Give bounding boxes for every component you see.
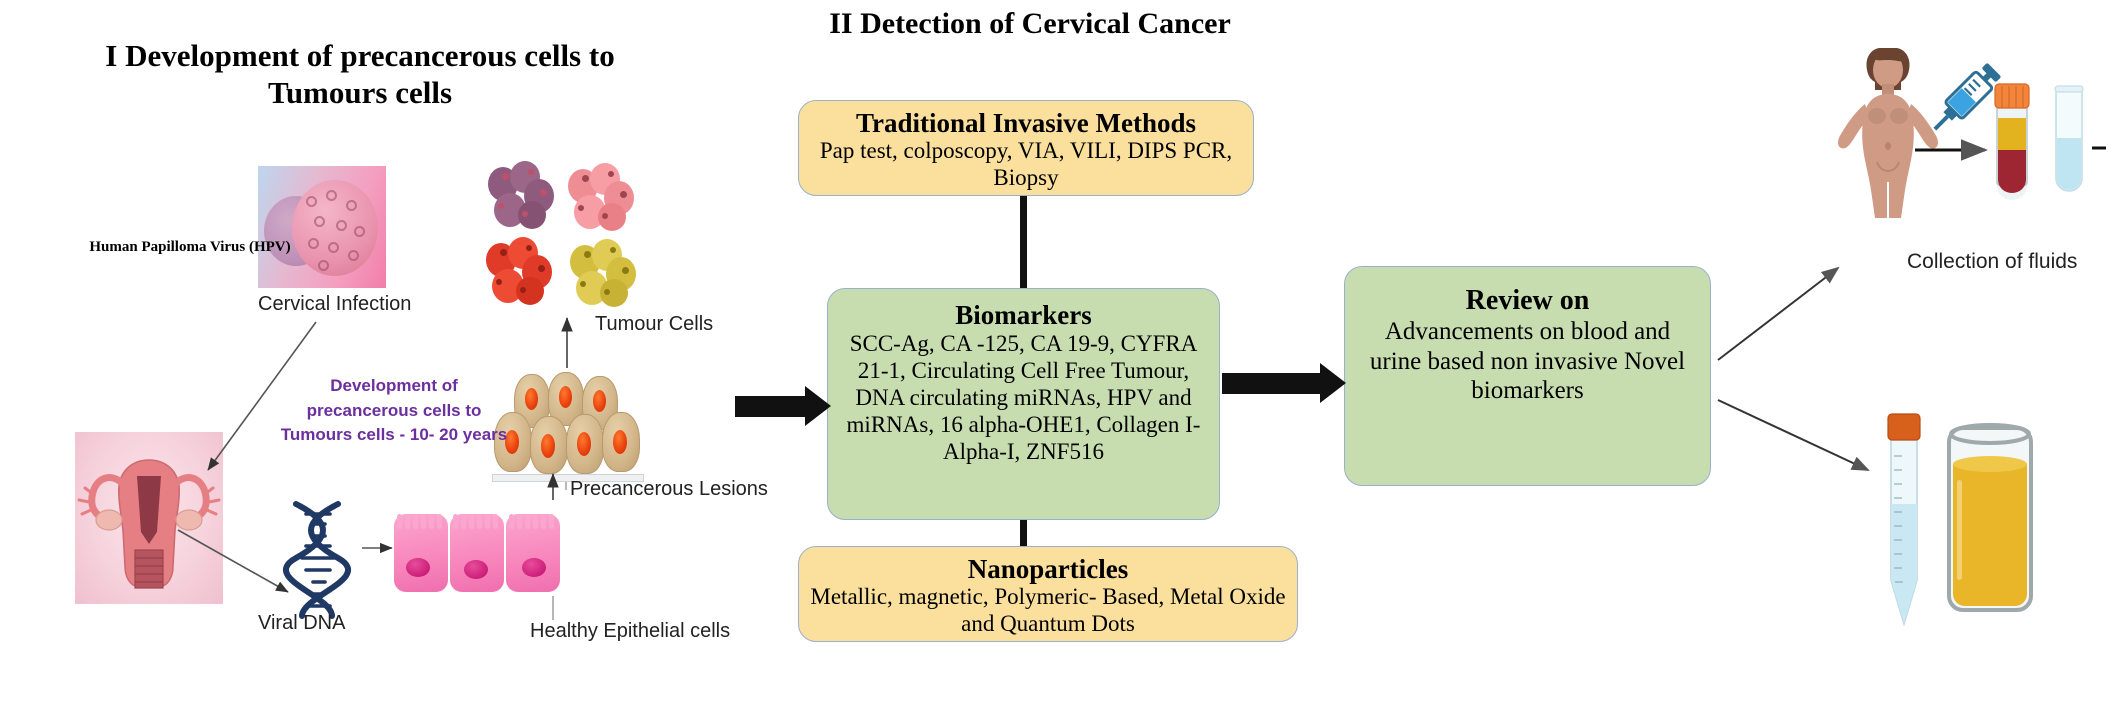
- epithelial-cell-ball-icon: [292, 180, 378, 276]
- cell-dot-icon: [348, 250, 359, 261]
- hpv-label: Human Papilloma Virus (HPV): [89, 239, 291, 255]
- nanoparticles-box[interactable]: Nanoparticles Metallic, magnetic, Polyme…: [798, 546, 1298, 642]
- review-on-title: Review on: [1465, 285, 1590, 316]
- urine-beaker-icon: [1947, 423, 2033, 612]
- arrow-review-to-urine: [1717, 399, 1870, 471]
- connector-traditional-to-biomarkers: [1020, 196, 1027, 288]
- cell-dot-icon: [336, 220, 347, 231]
- cell-dot-icon: [326, 190, 337, 201]
- epithelial-cell-icon: [394, 514, 448, 592]
- basement-membrane-icon: [492, 474, 644, 482]
- clear-test-tube-icon: [2054, 85, 2084, 192]
- uterus-anatomy-image: [75, 432, 223, 604]
- viral-dna-label: Viral DNA: [258, 612, 346, 634]
- uterus-icon: [77, 459, 221, 589]
- centrifuge-tube-icon: [1887, 413, 1921, 627]
- clear-test-tube-image: [2052, 84, 2086, 200]
- progression-timeline-label: Development of precancerous cells to Tum…: [280, 376, 508, 445]
- traditional-invasive-methods-title: Traditional Invasive Methods: [855, 108, 1197, 138]
- patient-figure-icon: [1838, 48, 1938, 218]
- tumour-cluster-red-icon: [482, 235, 556, 309]
- urine-beaker-image: [1945, 420, 2035, 620]
- cilia-icon: [506, 514, 560, 529]
- traditional-invasive-methods-body: Pap test, colposcopy, VIA, VILI, DIPS PC…: [819, 138, 1233, 191]
- cilia-icon: [450, 514, 504, 529]
- healthy-epithelial-cells-image: [392, 500, 564, 596]
- nanoparticles-body: Metallic, magnetic, Polymeric- Based, Me…: [810, 584, 1286, 637]
- cell-dot-icon: [346, 200, 357, 211]
- arrow-biomarkers-to-review: [1222, 362, 1346, 404]
- traditional-invasive-methods-box[interactable]: Traditional Invasive Methods Pap test, c…: [798, 100, 1254, 196]
- cell-dot-icon: [314, 216, 325, 227]
- viral-dna-image: [280, 500, 356, 620]
- tumour-cluster-pink-icon: [564, 161, 638, 235]
- blood-tube-icon: [1994, 83, 2030, 200]
- connector-biomarkers-to-nanoparticles: [1020, 520, 1027, 546]
- epithelial-cell-icon: [506, 514, 560, 592]
- precancerous-lesions-label: Precancerous Lesions: [570, 478, 768, 500]
- urine-centrifuge-tube-image: [1885, 412, 1923, 632]
- cell-dot-icon: [328, 242, 339, 253]
- review-on-body: Advancements on blood and urine based no…: [1369, 318, 1686, 405]
- tumour-cluster-purple-icon: [484, 159, 558, 233]
- cell-dot-icon: [306, 196, 317, 207]
- section-2-heading: II Detection of Cervical Cancer: [829, 7, 1231, 40]
- cell-dot-icon: [318, 260, 329, 271]
- section-1-heading: I Development of precancerous cells to T…: [105, 38, 615, 110]
- cell-dot-icon: [354, 226, 365, 237]
- cell-dot-icon: [308, 238, 319, 249]
- syringe-image: [1920, 52, 2012, 144]
- precancerous-lesions-image: [492, 372, 644, 482]
- arrow-section1-to-biomarkers: [735, 385, 831, 427]
- biomarkers-box[interactable]: Biomarkers SCC-Ag, CA -125, CA 19-9, CYF…: [827, 288, 1220, 520]
- cervical-infection-image: [258, 166, 386, 288]
- dna-helix-icon: [283, 501, 351, 619]
- patient-figure-image: [1835, 42, 1947, 222]
- healthy-epithelial-cells-label: Healthy Epithelial cells: [530, 620, 731, 642]
- arrow-review-to-blood: [1717, 266, 1840, 361]
- nanoparticles-title: Nanoparticles: [967, 554, 1129, 584]
- tumour-cluster-yellow-icon: [566, 237, 640, 311]
- review-on-box[interactable]: Review on Advancements on blood and urin…: [1344, 266, 1711, 486]
- cervical-infection-label: Cervical Infection: [258, 293, 412, 315]
- biomarkers-title: Biomarkers: [955, 300, 1092, 330]
- epithelial-cell-icon: [450, 514, 504, 592]
- syringe-icon: [1933, 63, 2001, 131]
- collection-of-fluids-label: Collection of fluids: [1907, 250, 2078, 273]
- tumour-cells-image: [480, 155, 650, 310]
- blood-collection-tube-image: [1992, 82, 2032, 202]
- biomarkers-body: SCC-Ag, CA -125, CA 19-9, CYFRA 21-1, Ci…: [846, 331, 1201, 464]
- tumour-cells-label: Tumour Cells: [595, 313, 714, 335]
- cilia-icon: [394, 514, 448, 529]
